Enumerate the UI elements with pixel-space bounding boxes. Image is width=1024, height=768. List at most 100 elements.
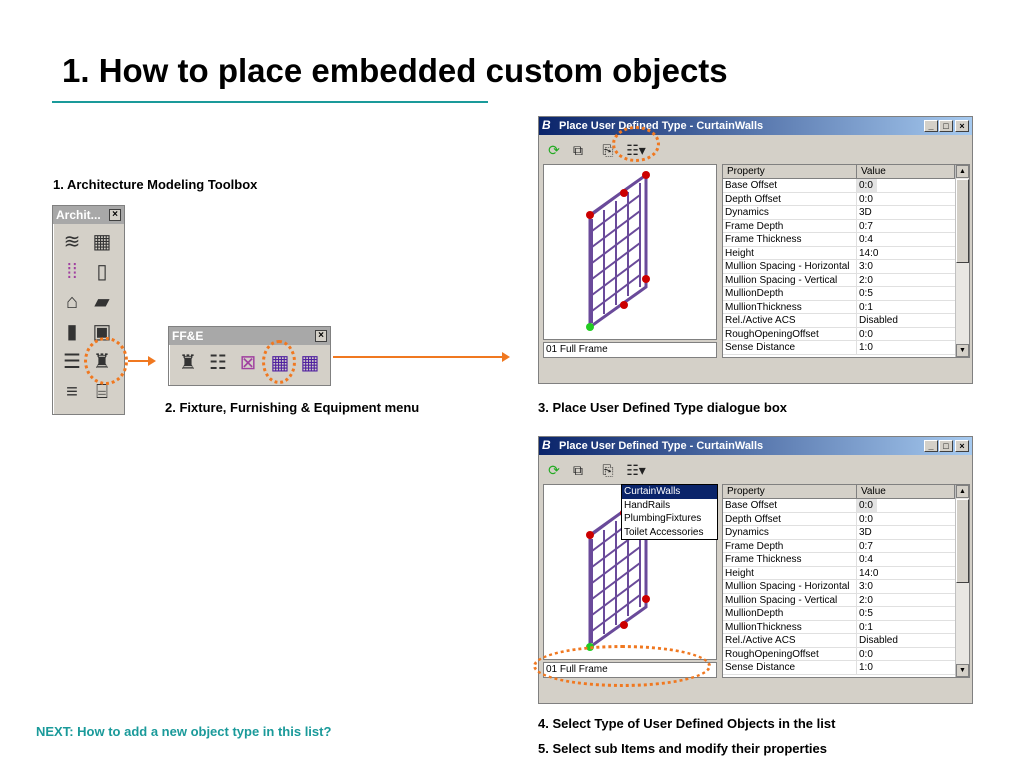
property-value[interactable]: 3:0 [859, 581, 873, 592]
property-value[interactable]: 0:4 [859, 554, 873, 565]
property-value[interactable]: 0:1 [859, 621, 873, 633]
column-header-property[interactable]: Property [723, 485, 857, 498]
origin-point[interactable] [586, 323, 594, 331]
roof-icon[interactable]: ⌂ [65, 291, 79, 313]
property-value[interactable]: 2:0 [859, 274, 873, 286]
column-header-value[interactable]: Value [857, 165, 955, 178]
property-value[interactable]: 14:0 [859, 247, 879, 259]
property-value[interactable]: 14:0 [859, 567, 879, 579]
shelving-icon[interactable]: ☷ [209, 352, 227, 374]
property-value[interactable]: 0:5 [859, 288, 873, 299]
property-value[interactable]: 0:5 [859, 608, 873, 619]
handle-point[interactable] [620, 189, 628, 197]
item-name-field[interactable]: 01 Full Frame [543, 342, 717, 358]
import-icon[interactable]: ⎘ [602, 462, 614, 478]
scroll-thumb[interactable] [956, 499, 969, 583]
scroll-up-button[interactable]: ▲ [956, 165, 969, 178]
property-value[interactable]: 3D [859, 207, 872, 218]
import-icon[interactable]: ⎘ [602, 142, 614, 158]
column-header-property[interactable]: Property [723, 165, 857, 178]
scroll-thumb[interactable] [956, 179, 969, 263]
property-value[interactable]: 1:0 [859, 662, 873, 673]
place-icon[interactable]: ⧉ [573, 462, 583, 478]
slab-icon[interactable]: ≡ [66, 381, 78, 403]
property-value[interactable]: 0:0 [859, 193, 873, 205]
column-icon[interactable]: ▯ [96, 261, 108, 283]
type-list-dropdown-button[interactable]: ☷▾ [626, 462, 646, 478]
handle-point[interactable] [642, 595, 650, 603]
property-value[interactable]: 3D [859, 527, 872, 538]
close-button[interactable]: × [109, 209, 121, 221]
handle-point[interactable] [620, 621, 628, 629]
type-list-item[interactable]: Toilet Accessories [624, 526, 704, 538]
scrollbar[interactable]: ▲▼ [955, 165, 969, 357]
furniture-icon[interactable]: ♜ [179, 352, 197, 374]
property-value[interactable]: 0:0 [857, 499, 877, 512]
property-value[interactable]: 3:0 [859, 261, 873, 272]
type-list-item[interactable]: HandRails [624, 499, 671, 511]
minimize-button[interactable]: _ [924, 120, 938, 132]
type-list-item[interactable]: PlumbingFixtures [624, 513, 702, 524]
wall-icon[interactable]: ▰ [94, 291, 110, 313]
scroll-down-button[interactable]: ▼ [956, 664, 969, 677]
property-value[interactable]: 0:7 [859, 540, 873, 552]
handle-point[interactable] [586, 531, 594, 539]
space-planning-icon[interactable]: ▦ [92, 231, 112, 253]
maximize-button[interactable]: □ [939, 440, 953, 452]
handle-point[interactable] [642, 171, 650, 179]
door-icon[interactable]: ▮ [66, 321, 78, 343]
scrollbar[interactable]: ▲▼ [955, 485, 969, 677]
close-button[interactable]: × [955, 120, 969, 132]
maximize-button[interactable]: □ [939, 120, 953, 132]
modify-user-defined-icon[interactable]: ▦ [300, 352, 320, 374]
property-value[interactable]: 0:7 [859, 220, 873, 232]
close-button[interactable]: × [955, 440, 969, 452]
handle-point[interactable] [586, 211, 594, 219]
property-value[interactable]: 0:4 [859, 234, 873, 245]
property-value[interactable]: 2:0 [859, 594, 873, 606]
property-value[interactable]: 0:0 [859, 328, 873, 340]
property-value[interactable]: 0:1 [859, 301, 873, 313]
scroll-up-button[interactable]: ▲ [956, 485, 969, 498]
handle-point[interactable] [620, 301, 628, 309]
grid-icon[interactable]: ⁞⁞ [66, 261, 78, 283]
refresh-icon[interactable]: ⟳ [548, 462, 560, 478]
refresh-icon[interactable]: ⟳ [548, 142, 560, 158]
stairs-icon[interactable]: ⌸ [96, 381, 108, 403]
ffe-titlebar[interactable]: FF&E× [169, 327, 330, 345]
toolbox-titlebar[interactable]: Archit...× [53, 206, 124, 224]
column-header-value[interactable]: Value [857, 485, 955, 498]
handle-point[interactable] [642, 275, 650, 283]
cabinet-icon[interactable]: ☰ [63, 351, 81, 373]
property-value[interactable]: Disabled [859, 315, 898, 326]
fixture-icon[interactable]: ⊠ [239, 352, 257, 374]
scroll-down-button[interactable]: ▼ [956, 344, 969, 357]
property-value[interactable]: 1:0 [859, 342, 873, 353]
minimize-button[interactable]: _ [924, 440, 938, 452]
terrain-icon[interactable]: ≋ [63, 231, 81, 253]
